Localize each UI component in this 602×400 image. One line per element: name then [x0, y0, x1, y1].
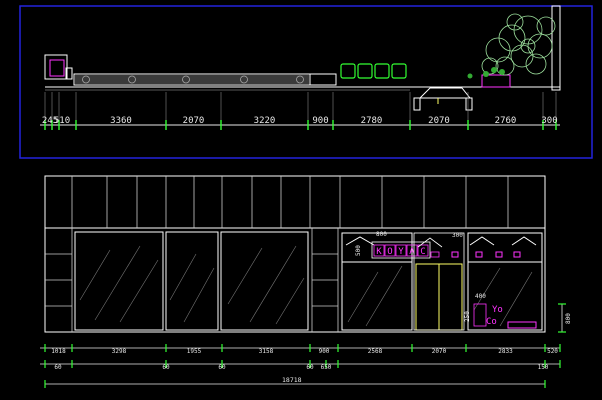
side-height-label: 800: [565, 313, 572, 324]
sign-letter-box: [373, 244, 385, 257]
plan-dim-label: 900: [312, 116, 328, 126]
door-top-dim: 300: [452, 232, 463, 239]
plan-frame: [19, 5, 593, 159]
sign-letter: A: [409, 247, 415, 257]
shop-right-reflections: [473, 267, 533, 327]
green-benches: [340, 63, 407, 79]
shop-window-left: [341, 232, 413, 331]
elev-dim-label-row2: 60: [218, 364, 226, 371]
left-column-panels: [45, 228, 73, 332]
plan-dim-ticks: [44, 120, 557, 130]
shop-right-magenta-marks: [451, 251, 537, 329]
elev-dim-label: 2070: [432, 348, 447, 355]
plan-dim-label: 510: [54, 116, 70, 126]
elev-dim-label: 3158: [259, 348, 274, 355]
left-planter: [44, 54, 68, 80]
elev-dim-label-row2: 60: [162, 364, 170, 371]
elev-dim-label: 900: [319, 348, 330, 355]
elev-dim-label: 520: [547, 348, 558, 355]
side-height-dim: 800: [558, 303, 572, 333]
elev-dim-label: 2833: [498, 348, 513, 355]
plan-dim-label: 2760: [495, 116, 517, 126]
sign-letter-box: [406, 244, 418, 257]
right-wall: [551, 5, 561, 91]
facade-outline: [44, 175, 546, 333]
plan-dim-label: 3360: [110, 116, 132, 126]
sign-letter-box: [417, 244, 429, 257]
left-planter-magenta: [49, 59, 65, 77]
sign-letter-box: [395, 244, 407, 257]
door-frame: [413, 232, 465, 331]
shop-window-right: [467, 232, 543, 331]
plan-dim-label: 3220: [254, 116, 276, 126]
plan-dim-label: 245: [42, 116, 58, 126]
shop-left-reflections: [347, 265, 403, 327]
elev-dim-label: 2568: [368, 348, 383, 355]
logo-text-yo: Yo: [492, 305, 503, 315]
entrance-canopy: [413, 87, 473, 111]
planter-circles: [82, 75, 304, 84]
logo-dim-top: 400: [475, 293, 486, 300]
elev-dim-labels: 1018 3298 1955 3158 900 2568 2070 2833 520 60 60 60…: [51, 348, 558, 371]
total-dimension: 18718: [282, 376, 302, 384]
sign-letter: K: [376, 247, 382, 257]
elev-dim-label: 1018: [51, 348, 66, 355]
sign-letter: C: [420, 247, 425, 257]
sign-arrow-dim-1: 500: [355, 245, 362, 256]
elev-dim-label-row2: 60: [54, 364, 62, 371]
right-planter: [481, 74, 511, 88]
glass-reflections: [79, 245, 305, 325]
sign-letter-box: [384, 244, 396, 257]
elev-dim-label-row2: 650: [321, 364, 332, 371]
sign-box: [371, 241, 431, 259]
planter-end-block: [309, 73, 337, 86]
elev-dim-label-row2: 150: [538, 364, 549, 371]
sign-letter: Y: [398, 247, 404, 257]
logo-box: [473, 303, 487, 327]
left-post: [65, 67, 73, 80]
plan-dim-label: 2780: [361, 116, 383, 126]
facade-panels-upper: [71, 176, 509, 228]
hatched-planter-fill: [75, 75, 309, 84]
central-pillar: [311, 228, 339, 332]
glass-windows: [74, 231, 309, 331]
sign-width-dim: 800: [376, 231, 387, 238]
plan-dim-label: 300: [541, 116, 557, 126]
plan-dim-extensions: [44, 92, 557, 120]
entrance-door: [415, 263, 463, 331]
logo-text-co: Co: [486, 317, 497, 327]
elev-dim-label-row2: 60: [306, 364, 314, 371]
plan-dim-label: 2070: [428, 116, 450, 126]
plan-dim-label: 2070: [183, 116, 205, 126]
elev-dim-label: 1955: [187, 348, 202, 355]
sign-letter: O: [387, 247, 392, 257]
elev-dim-label: 3298: [112, 348, 127, 355]
tree-foliage: [481, 13, 556, 76]
tree-shrubs: [467, 67, 505, 79]
yoco-logo: Yo Co 400 250: [464, 293, 503, 327]
elev-dim-ticks: [44, 344, 561, 368]
logo-dim-side: 250: [464, 311, 471, 322]
